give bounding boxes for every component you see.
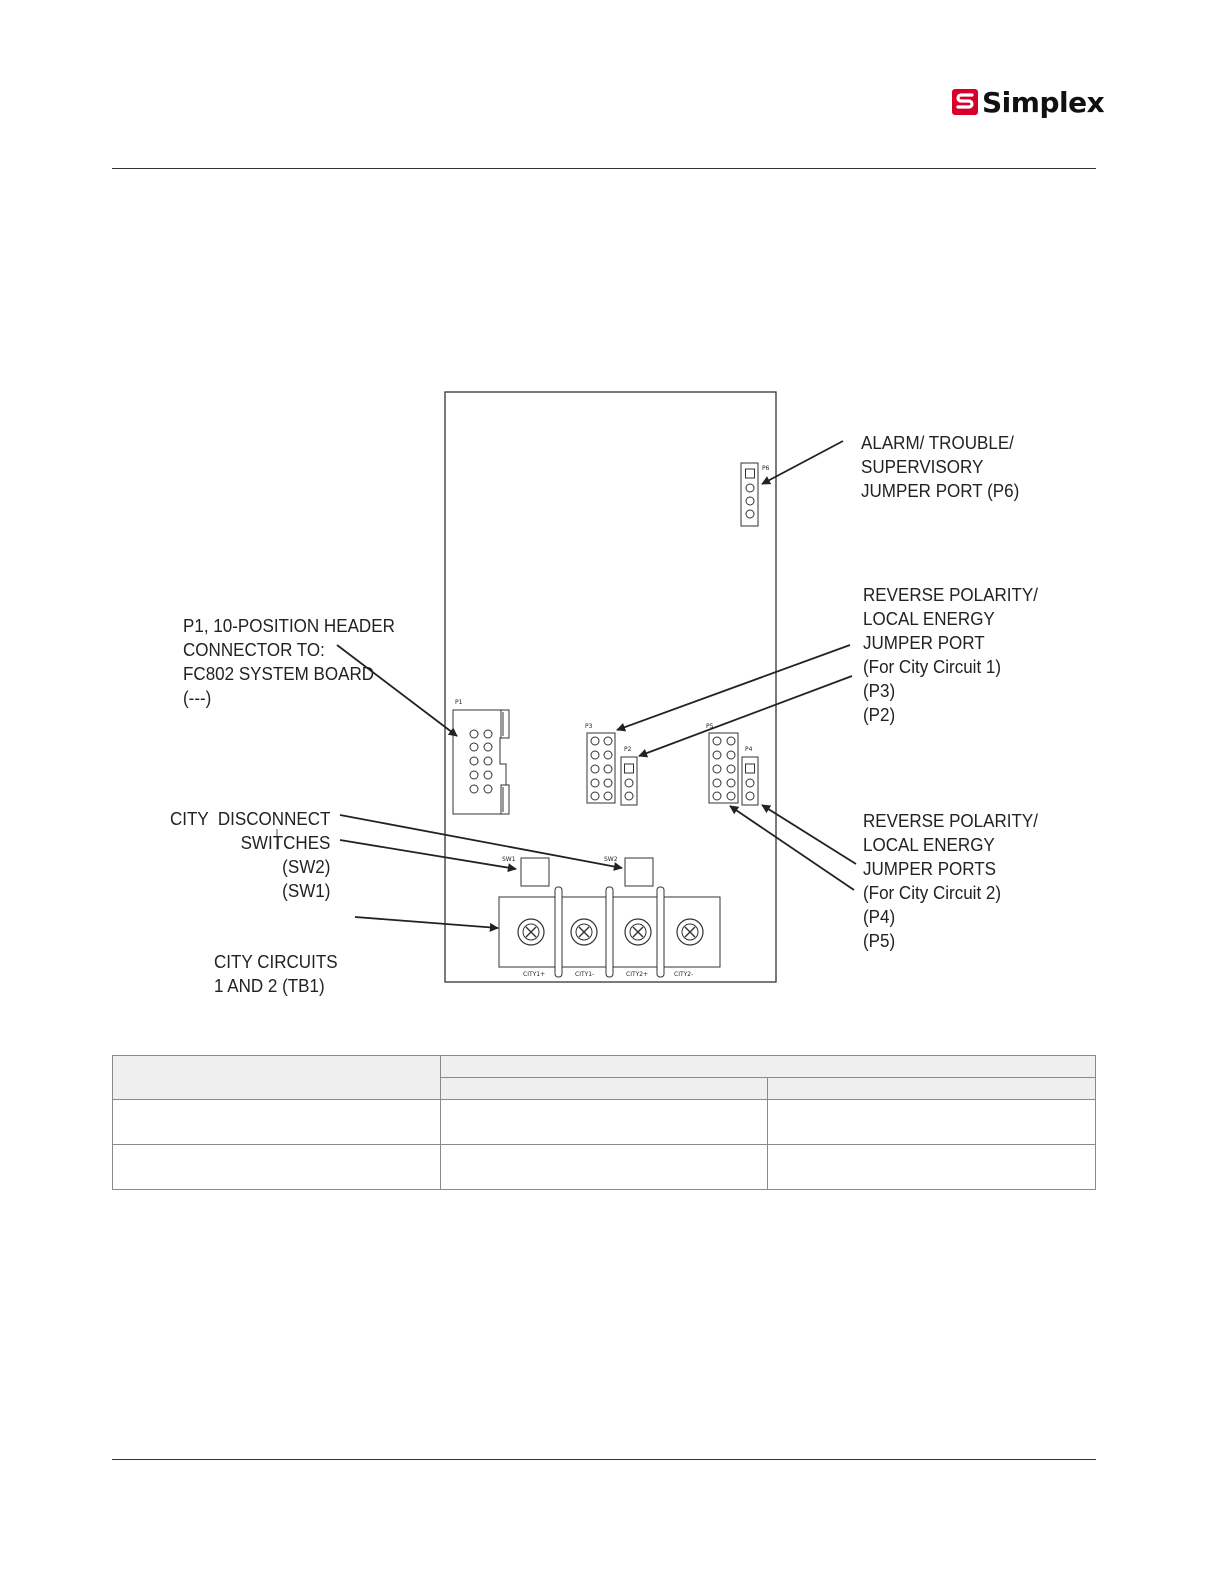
p6-board-label: P6 — [762, 465, 770, 472]
table-cell — [767, 1099, 1096, 1145]
terminal-screw-2 — [570, 918, 598, 946]
table-cell — [112, 1144, 441, 1190]
p4-board-label: P4 — [745, 746, 753, 753]
p5-connector: P5 — [706, 723, 739, 804]
arrow-sw1 — [339, 839, 517, 873]
table-header-cell — [439, 1055, 1097, 1078]
simplex-logo-text: Simplex — [982, 85, 1105, 119]
table-header-row-1 — [112, 1055, 1097, 1100]
sw1-switch: SW1 — [502, 856, 550, 887]
sw2-switch: SW2 — [604, 856, 654, 887]
arrow-p3 — [616, 644, 851, 732]
table-cell — [767, 1144, 1096, 1190]
arrow-p1 — [336, 644, 458, 737]
p3-board-label: P3 — [585, 723, 593, 730]
sw1-board-label: SW1 — [502, 856, 516, 863]
board-outline — [444, 391, 777, 983]
p6-connector: P6 — [740, 462, 770, 527]
p3-connector: P3 — [585, 723, 616, 804]
header-rule — [112, 168, 1096, 169]
table-header-row-2 — [113, 1077, 1096, 1100]
table-cell — [439, 1099, 769, 1145]
table-row — [112, 1144, 1096, 1190]
settings-table — [112, 1055, 1097, 1190]
arrow-sw2 — [339, 814, 623, 871]
arrow-p2 — [638, 675, 853, 758]
table-cell — [112, 1099, 441, 1145]
table-header-cell — [439, 1077, 769, 1100]
terminal-screw-4 — [676, 918, 704, 946]
simplex-logo-mark-icon — [952, 89, 978, 115]
p4-connector: P4 — [741, 746, 759, 806]
table-row — [112, 1099, 1096, 1145]
terminal-screw-1 — [517, 918, 545, 946]
terminal-label-city1-minus: CITY1- — [575, 971, 594, 978]
p5-board-label: P5 — [706, 723, 714, 730]
arrow-p4 — [761, 804, 857, 865]
arrow-tb1 — [354, 916, 499, 932]
p1-connector: P1 — [452, 699, 510, 815]
simplex-logo: Simplex — [952, 84, 1105, 120]
p2-connector: P2 — [620, 746, 638, 806]
terminal-label-city2-plus: CITY2+ — [626, 971, 648, 978]
terminal-label-city1-plus: CITY1+ — [523, 971, 545, 978]
terminal-label-city2-minus: CITY2- — [674, 971, 693, 978]
arrow-p5 — [729, 805, 855, 891]
p1-board-label: P1 — [455, 699, 463, 706]
tb1-terminal-block: CITY1+ CITY1- CITY2+ CITY2- — [498, 886, 721, 978]
sw2-board-label: SW2 — [604, 856, 618, 863]
table-header-cell — [767, 1077, 1096, 1100]
table-cell — [439, 1144, 769, 1190]
terminal-screw-3 — [624, 918, 652, 946]
arrow-p6 — [761, 440, 844, 485]
footer-rule — [112, 1459, 1096, 1460]
table-header-cell — [112, 1055, 441, 1100]
p2-board-label: P2 — [624, 746, 632, 753]
